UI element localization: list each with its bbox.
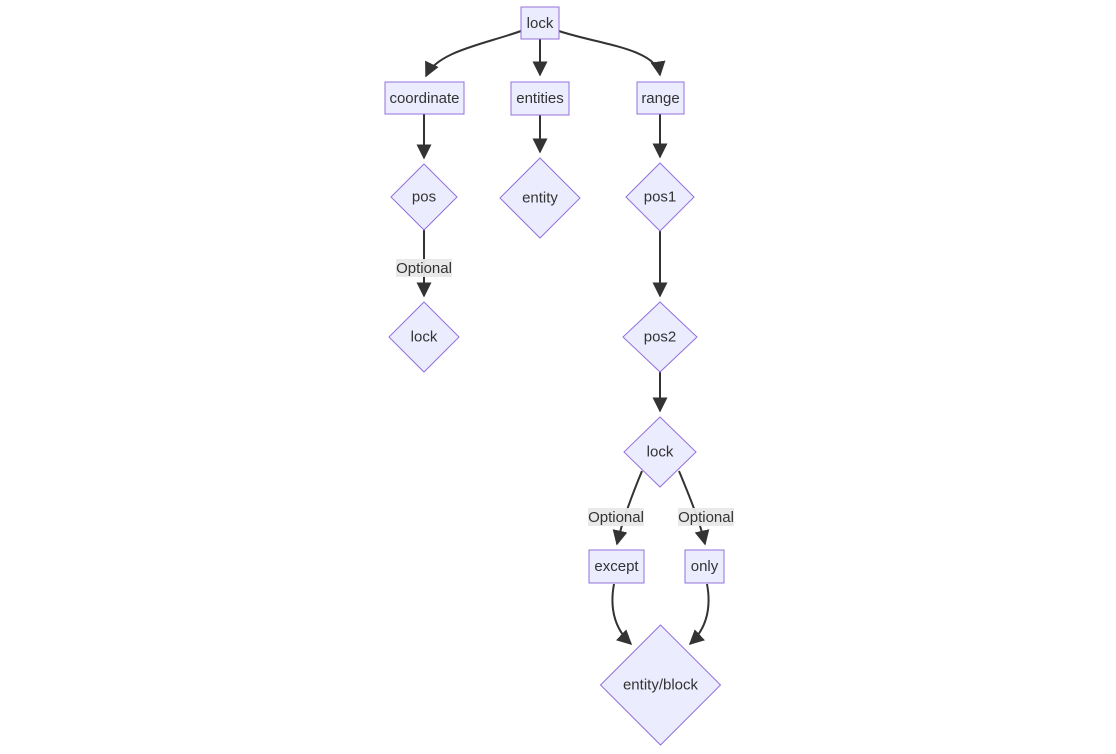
edge-label-text: Optional xyxy=(396,260,452,277)
node-entity-block: entity/block xyxy=(599,624,722,746)
lock-root-shape xyxy=(520,6,560,40)
node-label: entities xyxy=(516,90,564,107)
only-shape xyxy=(684,549,725,584)
node-lock-coord: lock xyxy=(388,301,460,373)
node-pos: pos xyxy=(390,163,458,231)
edge-layer xyxy=(416,30,710,646)
node-label: entity xyxy=(522,190,558,207)
edge-label-bg xyxy=(396,259,452,277)
edge-label-bg xyxy=(678,508,734,526)
node-entities: entities xyxy=(510,81,570,116)
coordinate-shape xyxy=(384,81,465,115)
edge-lock-range xyxy=(558,30,666,77)
edge-label-optional-lock-except: Optional xyxy=(588,508,644,526)
lock-range-shape xyxy=(623,416,697,488)
node-only: only xyxy=(684,549,725,584)
edge-only-entityblock xyxy=(688,583,710,646)
edge-label-optional-pos-lock: Optional xyxy=(396,259,452,277)
edge-label-layer: Optional Optional Optional xyxy=(396,259,734,526)
edge-label-text: Optional xyxy=(678,509,734,526)
lock-coord-shape xyxy=(388,301,460,373)
node-range: range xyxy=(636,81,685,115)
node-label: lock xyxy=(647,444,674,461)
node-pos1: pos1 xyxy=(625,162,695,232)
edge-label-bg xyxy=(588,508,644,526)
entity-shape xyxy=(499,157,581,239)
node-label: lock xyxy=(527,15,554,32)
pos2-shape xyxy=(622,301,698,373)
node-coordinate: coordinate xyxy=(384,81,465,115)
node-except: except xyxy=(588,549,645,584)
node-lock-range: lock xyxy=(623,416,697,488)
pos1-shape xyxy=(625,162,695,232)
edge-except-entityblock xyxy=(611,583,633,646)
edge-label-text: Optional xyxy=(588,509,644,526)
entities-shape xyxy=(510,81,570,116)
edge-lock-except xyxy=(612,470,643,546)
node-label: except xyxy=(594,558,639,575)
entity-block-shape xyxy=(599,624,722,746)
edge-label-optional-lock-only: Optional xyxy=(678,508,734,526)
except-shape xyxy=(588,549,645,584)
node-pos2: pos2 xyxy=(622,301,698,373)
node-label: coordinate xyxy=(389,90,459,107)
node-layer: lock coordinate entities range pos entit xyxy=(384,6,725,746)
node-label: lock xyxy=(411,329,438,346)
node-label: pos1 xyxy=(644,189,677,206)
range-shape xyxy=(636,81,685,115)
node-label: only xyxy=(691,558,719,575)
edge-lock-only xyxy=(678,470,710,546)
node-label: pos xyxy=(412,189,436,206)
node-entity: entity xyxy=(499,157,581,239)
pos-shape xyxy=(390,163,458,231)
node-label: pos2 xyxy=(644,329,677,346)
edge-lock-coordinate xyxy=(425,30,522,78)
node-lock-root: lock xyxy=(520,6,560,40)
node-label: entity/block xyxy=(623,677,699,694)
node-label: range xyxy=(641,90,679,107)
